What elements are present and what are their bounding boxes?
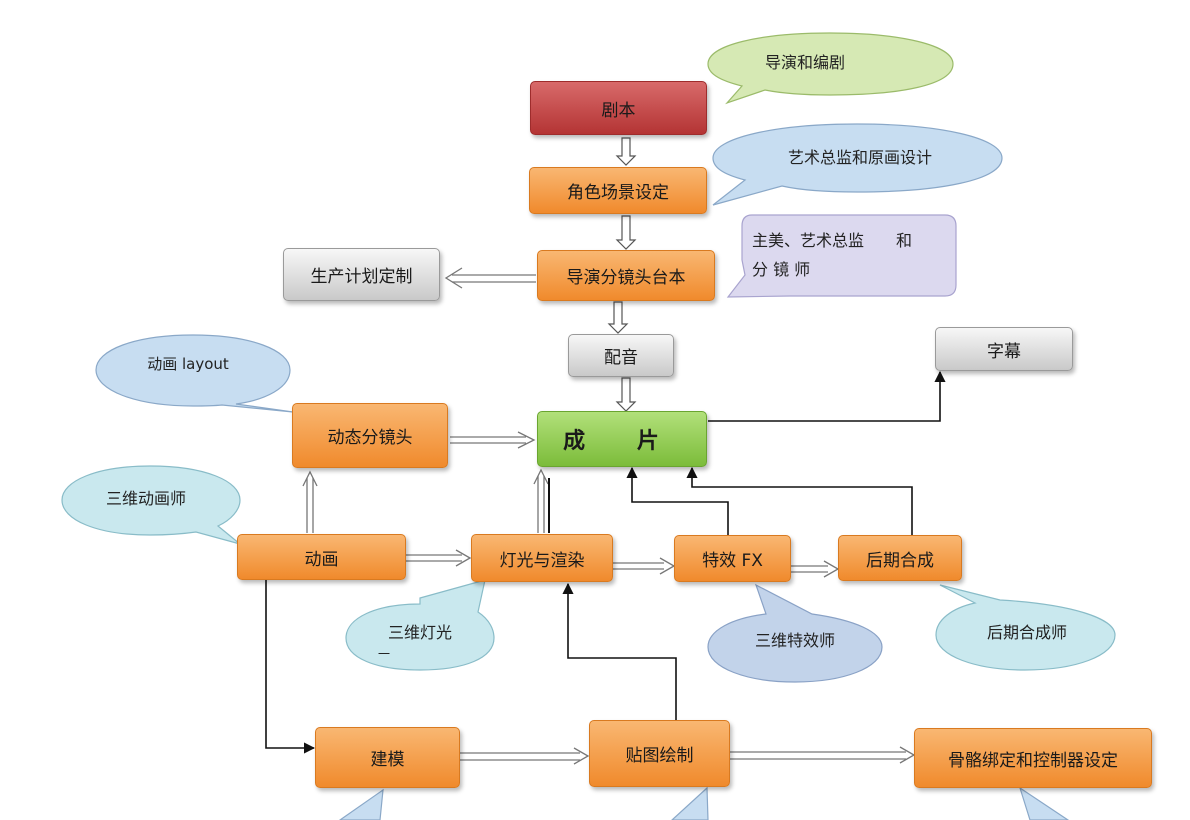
callout-lighting-3d-line1: 三维灯光 — [388, 623, 452, 642]
line-animation-to-modeling — [265, 580, 316, 754]
node-final-film-label: 成 片 — [563, 429, 681, 454]
callout-lead-art-line2: 分 镜 师 — [752, 260, 810, 279]
callout-animator-3d-text: 三维动画师 — [106, 489, 186, 508]
callout-director-writer-text: 导演和编剧 — [765, 53, 845, 72]
callout-lighting-3d-line2: 一 — [378, 647, 390, 661]
callout-art-director-concept: 艺术总监和原画设计 — [712, 123, 1003, 206]
callout-lighting-3d: 三维灯光 一 — [345, 579, 495, 671]
double-arrow-lighting-to-fx — [612, 557, 676, 575]
callout-partial-modeling — [338, 788, 384, 820]
node-character-scene[interactable]: 角色场景设定 — [529, 167, 707, 214]
node-modeling-label: 建模 — [370, 750, 405, 770]
callout-vfx-artist-3d-text: 三维特效师 — [755, 631, 835, 650]
line-post-to-final — [686, 466, 913, 535]
callout-art-director-concept-text: 艺术总监和原画设计 — [788, 148, 932, 167]
node-production-plan-label: 生产计划定制 — [310, 267, 413, 287]
node-lighting-render[interactable]: 灯光与渲染 — [471, 534, 613, 582]
double-arrow-fx-to-post — [790, 560, 840, 578]
hollow-arrow-character-to-storyboard — [615, 215, 637, 250]
node-subtitles[interactable]: 字幕 — [935, 327, 1073, 371]
hollow-arrow-storyboard-to-dubbing — [607, 301, 629, 334]
node-effects-fx-label: 特效 FX — [702, 551, 763, 571]
line-fx-to-final — [626, 466, 729, 535]
callout-partial-rigging — [1018, 786, 1070, 820]
double-arrow-lighting-to-final — [533, 468, 549, 533]
node-texture-painting-label: 贴图绘制 — [625, 746, 694, 766]
callout-animation-layout-text: 动画 layout — [147, 355, 229, 373]
node-dynamic-storyboard-label: 动态分镜头 — [327, 428, 413, 448]
double-arrow-dynamic-to-final — [450, 431, 536, 449]
double-arrow-modeling-to-texture — [460, 747, 590, 765]
callout-lead-art-line1: 主美、艺术总监 和 — [752, 231, 912, 250]
node-dubbing-label: 配音 — [604, 348, 638, 368]
node-rigging-controller[interactable]: 骨骼绑定和控制器设定 — [914, 728, 1152, 788]
callout-director-writer: 导演和编剧 — [707, 32, 954, 105]
double-arrow-texture-to-rigging — [730, 746, 916, 764]
line-texture-to-lighting — [562, 582, 677, 720]
hollow-arrow-script-to-character — [615, 137, 637, 166]
callout-lead-art-storyboard: 主美、艺术总监 和 分 镜 师 — [726, 214, 957, 298]
double-arrow-animation-to-lighting — [406, 549, 472, 567]
node-subtitles-label: 字幕 — [987, 341, 1021, 362]
node-character-scene-label: 角色场景设定 — [567, 183, 669, 203]
callout-animation-layout: 动画 layout — [95, 334, 294, 413]
node-script-label: 剧本 — [601, 100, 636, 121]
node-post-composite-label: 后期合成 — [866, 550, 934, 571]
node-production-plan[interactable]: 生产计划定制 — [283, 248, 440, 301]
hollow-arrow-dubbing-to-final — [615, 377, 637, 412]
node-rigging-controller-label: 骨骼绑定和控制器设定 — [948, 750, 1118, 771]
node-dynamic-storyboard[interactable]: 动态分镜头 — [292, 403, 448, 468]
node-director-storyboard-label: 导演分镜头台本 — [566, 268, 686, 288]
node-director-storyboard[interactable]: 导演分镜头台本 — [537, 250, 715, 301]
callout-compositor-text: 后期合成师 — [987, 623, 1067, 642]
node-animation-label: 动画 — [304, 549, 339, 570]
node-modeling[interactable]: 建模 — [315, 727, 460, 788]
node-texture-painting[interactable]: 贴图绘制 — [589, 720, 730, 787]
line-final-to-subtitles — [708, 370, 946, 422]
node-lighting-render-label: 灯光与渲染 — [499, 550, 585, 571]
double-arrow-animation-to-dynamic — [302, 470, 318, 533]
node-post-composite[interactable]: 后期合成 — [838, 535, 962, 581]
node-script[interactable]: 剧本 — [530, 81, 707, 135]
node-effects-fx[interactable]: 特效 FX — [674, 535, 791, 582]
node-dubbing[interactable]: 配音 — [568, 334, 674, 377]
callout-partial-texture — [671, 786, 709, 820]
node-final-film[interactable]: 成 片 — [537, 411, 707, 467]
callout-vfx-artist-3d: 三维特效师 — [707, 583, 883, 683]
double-arrow-storyboard-to-plan — [444, 267, 536, 289]
callout-compositor: 后期合成师 — [935, 584, 1116, 671]
node-animation[interactable]: 动画 — [237, 534, 406, 580]
callout-animator-3d: 三维动画师 — [61, 465, 241, 545]
